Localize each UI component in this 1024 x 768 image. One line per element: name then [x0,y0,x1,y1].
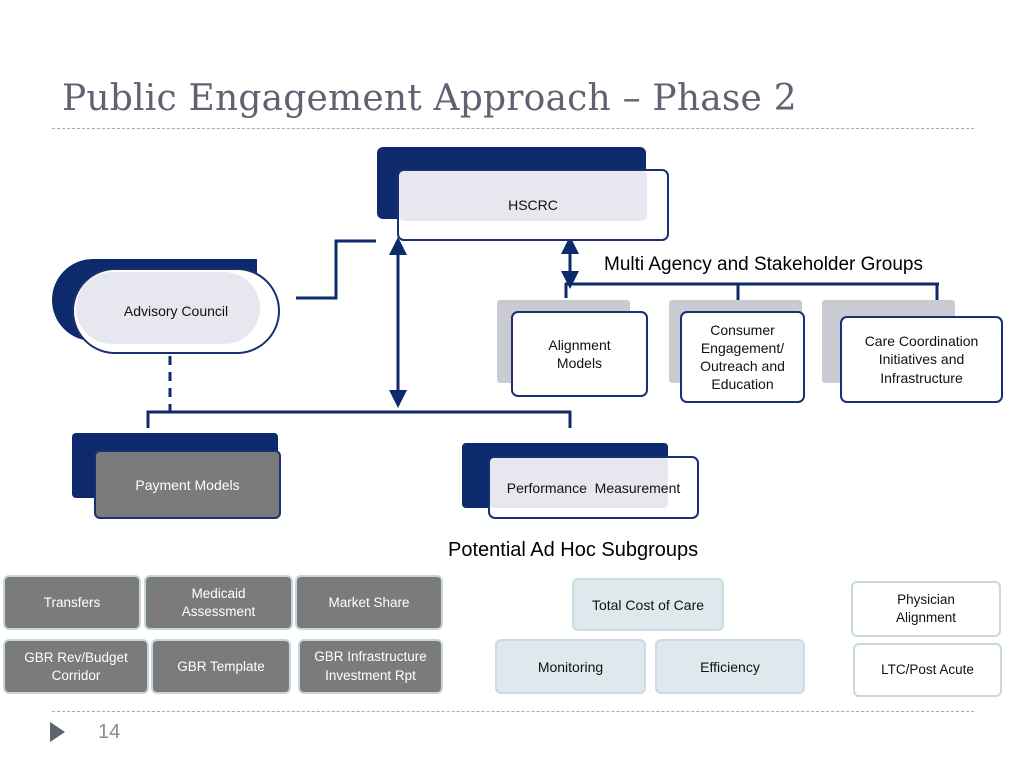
subgroup-efficiency: Efficiency [655,639,805,694]
subgroup-monitoring-label: Monitoring [537,658,604,675]
payment-models-label: Payment Models [135,476,240,493]
subgroup-efficiency-label: Efficiency [700,658,760,675]
payment-models-box: Payment Models [94,450,281,519]
footer-divider [52,711,974,712]
alignment-models-box: Alignment Models [511,311,648,397]
hscrc-label: HSCRC [508,197,558,213]
advisory-council-box: Advisory Council [72,268,280,354]
subgroup-medicaid-assessment: Medicaid Assessment [144,575,293,630]
subgroup-total-cost-of-care-label: Total Cost of Care [591,596,705,613]
care-coordination-box: Care Coordination Initiatives and Infras… [840,316,1003,403]
performance-measurement-label: Performance Measurement [506,479,681,496]
subgroup-gbr-infrastructure: GBR Infrastructure Investment Rpt [298,639,443,694]
advisory-council-label: Advisory Council [123,303,229,319]
subgroup-total-cost-of-care: Total Cost of Care [572,578,724,631]
alignment-models-label: Alignment Models [548,336,611,371]
subgroup-market-share-label: Market Share [328,594,410,610]
subgroup-gbr-template-label: GBR Template [177,658,265,674]
subgroup-physician-alignment-label: Physician Alignment [895,592,957,625]
performance-measurement-box: Performance Measurement [488,456,699,519]
multi-agency-heading: Multi Agency and Stakeholder Groups [604,254,923,275]
subgroup-gbr-rev-budget: GBR Rev/Budget Corridor [3,639,149,694]
subgroup-physician-alignment: Physician Alignment [851,581,1001,637]
subgroup-transfers-label: Transfers [43,594,101,610]
subgroup-medicaid-assessment-label: Medicaid Assessment [181,585,256,619]
consumer-engagement-label: Consumer Engagement/ Outreach and Educat… [700,321,785,393]
play-arrow-icon [50,722,65,742]
title-divider [52,128,974,129]
page-title: Public Engagement Approach – Phase 2 [62,78,797,119]
page-number: 14 [98,721,121,743]
subgroup-gbr-rev-budget-label: GBR Rev/Budget Corridor [24,649,128,683]
care-coordination-label: Care Coordination Initiatives and Infras… [864,333,979,386]
subgroup-transfers: Transfers [3,575,141,630]
subgroup-ltc-post-acute: LTC/Post Acute [853,643,1002,697]
hscrc-box: HSCRC [397,169,669,241]
consumer-engagement-box: Consumer Engagement/ Outreach and Educat… [680,311,805,403]
subgroup-monitoring: Monitoring [495,639,646,694]
subgroup-ltc-post-acute-label: LTC/Post Acute [881,662,974,678]
subgroup-gbr-template: GBR Template [151,639,291,694]
subgroups-heading: Potential Ad Hoc Subgroups [448,539,699,561]
subgroup-market-share: Market Share [295,575,443,630]
subgroup-gbr-infrastructure-label: GBR Infrastructure Investment Rpt [314,649,427,683]
